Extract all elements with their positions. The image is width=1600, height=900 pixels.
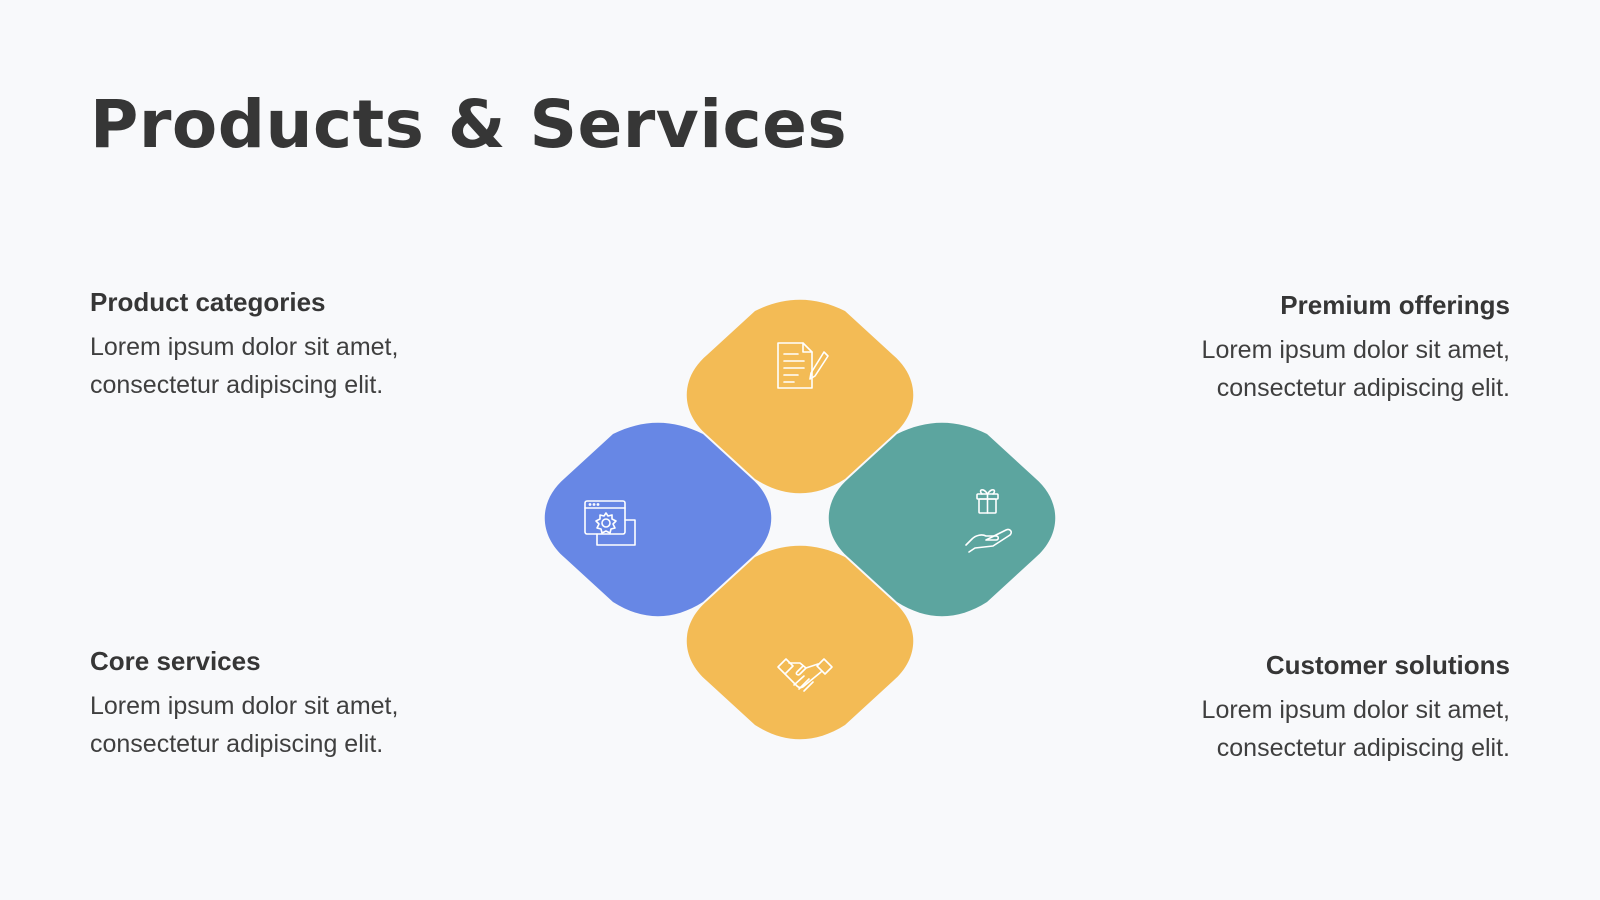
core-services-text: Lorem ipsum dolor sit amet, consectetur … — [90, 687, 470, 763]
customer-solutions-line-2: consectetur adipiscing elit. — [1216, 734, 1510, 762]
right-petal — [828, 422, 1056, 617]
customer-solutions-line-1: Lorem ipsum dolor sit amet, — [1201, 696, 1510, 724]
left-petal — [544, 422, 772, 617]
bottom-petal — [686, 545, 914, 740]
settings-window-icon — [584, 500, 636, 546]
premium-offerings-line-2: consectetur adipiscing elit. — [1216, 374, 1510, 402]
premium-offerings-block: Premium offerings Lorem ipsum dolor sit … — [1130, 290, 1510, 407]
product-categories-heading: Product categories — [90, 287, 326, 317]
product-categories-block: Product categories Lorem ipsum dolor sit… — [90, 287, 470, 404]
customer-solutions-heading: Customer solutions — [1265, 650, 1510, 680]
product-categories-line-1: Lorem ipsum dolor sit amet, — [90, 333, 399, 361]
customer-solutions-text: Lorem ipsum dolor sit amet, consectetur … — [1130, 691, 1510, 767]
premium-offerings-line-1: Lorem ipsum dolor sit amet, — [1201, 336, 1510, 364]
core-services-block: Core services Lorem ipsum dolor sit amet… — [90, 646, 470, 763]
core-services-heading: Core services — [90, 646, 261, 676]
premium-offerings-heading: Premium offerings — [1280, 290, 1510, 320]
premium-offerings-text: Lorem ipsum dolor sit amet, consectetur … — [1130, 331, 1510, 407]
gift-hand-icon — [965, 489, 1013, 553]
product-categories-line-2: consectetur adipiscing elit. — [90, 371, 384, 399]
core-services-line-2: consectetur adipiscing elit. — [90, 730, 384, 758]
product-categories-text: Lorem ipsum dolor sit amet, consectetur … — [90, 328, 470, 404]
page-title: Products & Services — [90, 86, 848, 163]
document-pen-icon — [777, 342, 829, 389]
top-petal — [686, 299, 914, 494]
customer-solutions-block: Customer solutions Lorem ipsum dolor sit… — [1130, 650, 1510, 767]
core-services-line-1: Lorem ipsum dolor sit amet, — [90, 692, 399, 720]
handshake-icon — [777, 658, 833, 692]
